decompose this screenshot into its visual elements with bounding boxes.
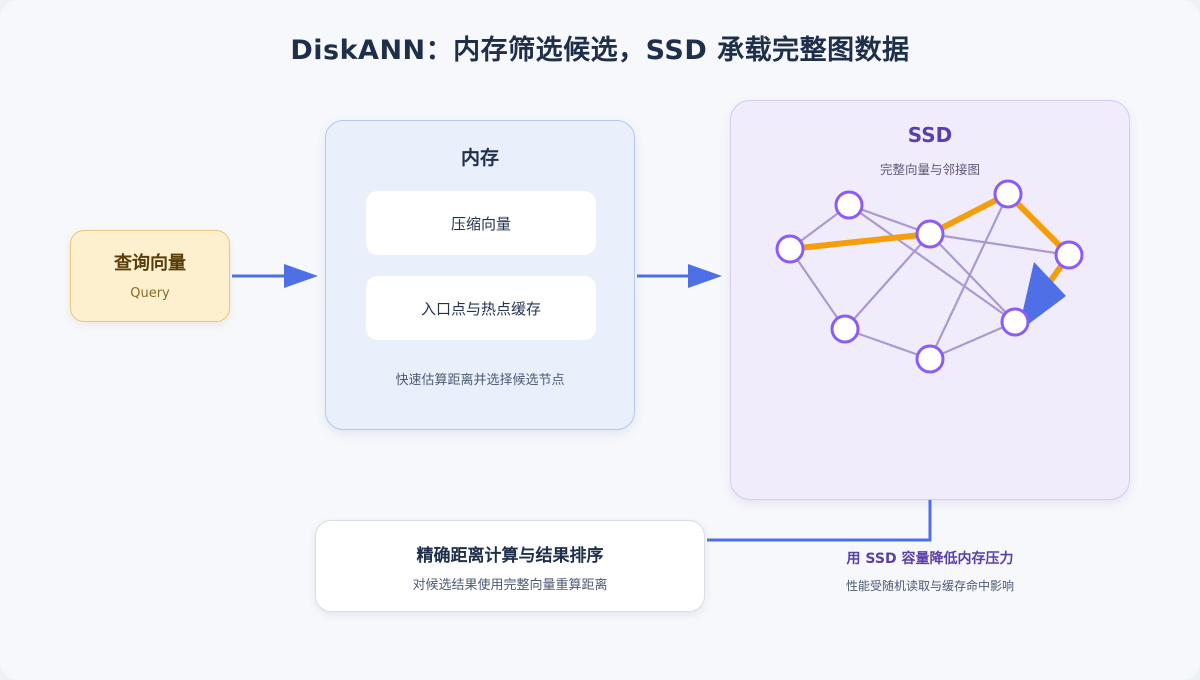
flow-arrows	[232, 264, 932, 542]
graph-node	[1000, 307, 1030, 337]
connector-ssd-to-result	[707, 500, 932, 542]
graph-node	[915, 219, 945, 249]
entry-cache-chip: 入口点与热点缓存	[366, 276, 596, 340]
graph-nodes	[775, 179, 1084, 374]
memory-note: 快速估算距离并选择候选节点	[395, 373, 565, 388]
graph-edge	[928, 232, 1071, 257]
query-title: 查询向量	[114, 253, 186, 274]
ssd-title: SSD	[907, 123, 953, 147]
compressed-vectors-chip: 压缩向量	[366, 191, 596, 255]
graph-edge	[928, 192, 1010, 361]
graph-node	[993, 179, 1023, 209]
graph-node	[1054, 240, 1084, 270]
graph-node	[830, 314, 860, 344]
graph-edge	[928, 232, 1017, 324]
result-subtitle: 对候选结果使用完整向量重算距离	[412, 578, 608, 593]
graph-edge	[843, 327, 932, 361]
arrow-head-query-to-memory	[284, 264, 318, 288]
graph-edge	[788, 247, 847, 331]
query-subtitle: Query	[130, 286, 170, 301]
result-box: 精确距离计算与结果排序 对候选结果使用完整向量重算距离	[315, 520, 705, 612]
ssd-caption-subtitle: 性能受随机读取与缓存命中影响	[845, 579, 1014, 593]
graph-edge	[928, 320, 1017, 361]
diagram-title: DiskANN：内存筛选候选，SSD 承载完整图数据	[290, 35, 910, 66]
graph-node	[775, 234, 805, 264]
graph-edge	[847, 203, 1017, 324]
ssd-box: SSD 完整向量与邻接图	[730, 100, 1130, 500]
ssd-subtitle: 完整向量与邻接图	[879, 162, 980, 177]
arrow-head-memory-to-ssd	[688, 264, 722, 288]
graph-edge	[843, 232, 932, 331]
query-vector-box: 查询向量 Query	[70, 230, 230, 322]
ssd-caption-title: 用 SSD 容量降低内存压力	[846, 551, 1014, 567]
graph-node	[915, 344, 945, 374]
memory-box: 内存 压缩向量 入口点与热点缓存 快速估算距离并选择候选节点	[325, 120, 635, 430]
memory-title: 内存	[460, 147, 499, 169]
result-title: 精确距离计算与结果排序	[416, 546, 604, 566]
graph-node	[834, 190, 864, 220]
search-path-arrow-head	[1018, 262, 1066, 332]
